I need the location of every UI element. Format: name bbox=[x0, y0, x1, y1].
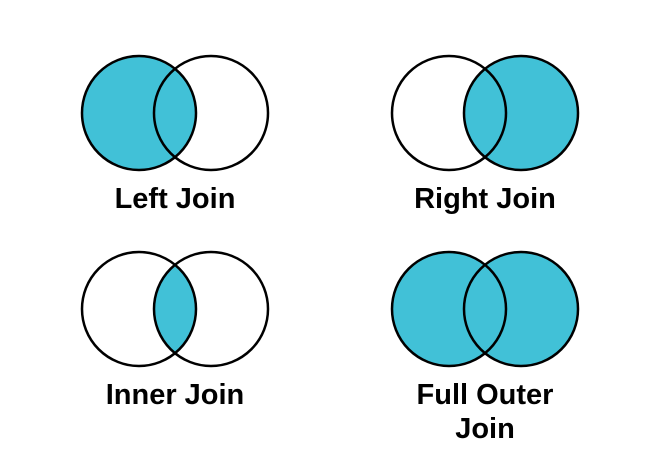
venn-diagram-left-join bbox=[80, 54, 270, 172]
right-circle-outline bbox=[152, 250, 270, 368]
venn-full-outer-join: Full Outer Join bbox=[330, 246, 640, 476]
left-circle-outline bbox=[80, 54, 198, 172]
right-circle-outline bbox=[462, 250, 580, 368]
diagram-label-left-join: Left Join bbox=[114, 183, 236, 215]
right-circle-outline bbox=[462, 54, 580, 172]
venn-right-join: Right Join bbox=[330, 50, 640, 246]
venn-diagram-full-outer-join bbox=[390, 250, 580, 368]
intersection-region-shaded bbox=[154, 252, 196, 366]
venn-inner-join: Inner Join bbox=[20, 246, 330, 476]
right-circle-outline bbox=[152, 54, 270, 172]
diagram-label-inner-join: Inner Join bbox=[105, 379, 245, 411]
diagram-label-right-join: Right Join bbox=[414, 183, 556, 215]
left-circle-outline bbox=[390, 54, 508, 172]
venn-diagram-inner-join bbox=[80, 250, 270, 368]
left-circle-outline bbox=[390, 250, 508, 368]
right-circle-fill-shaded bbox=[464, 56, 578, 170]
diagram-label-full-outer-join: Full Outer Join bbox=[416, 379, 554, 445]
right-circle-fill-shaded bbox=[464, 252, 578, 366]
venn-left-join: Left Join bbox=[20, 50, 330, 246]
left-circle-outline bbox=[80, 250, 198, 368]
venn-diagram-right-join bbox=[390, 54, 580, 172]
left-circle-fill-shaded bbox=[82, 56, 196, 170]
